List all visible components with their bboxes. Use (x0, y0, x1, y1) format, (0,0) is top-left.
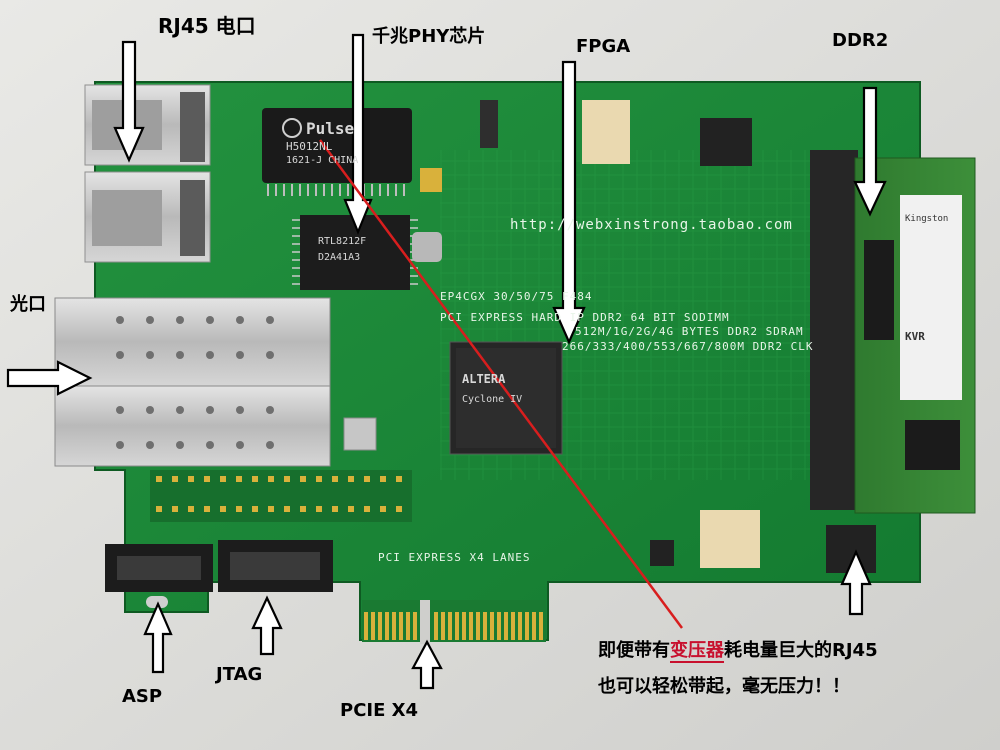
pulse-code: 1621-J CHINA (286, 155, 359, 166)
arrow-jtag (251, 595, 283, 656)
arrow-bottom-ic (840, 549, 872, 616)
red-pointer-line (318, 139, 684, 629)
pad-area-2 (700, 510, 760, 568)
silk-line4: 266/333/400/553/667/800M DDR2 CLK (562, 340, 814, 353)
arrow-fpga (552, 60, 586, 345)
fpga-family: Cyclone IV (462, 394, 523, 405)
ram-model: KVR (905, 330, 925, 343)
annotation-line-1-post: 耗电量巨大的RJ45 (724, 640, 878, 661)
gpio-header (150, 470, 412, 522)
phy-code: D2A41A3 (318, 252, 361, 263)
pcie-gold-fingers (362, 600, 546, 644)
annotation-highlight: 变压器 (670, 640, 724, 663)
arrow-asp (143, 601, 173, 674)
label-asp: ASP (122, 686, 163, 707)
silk-url: http://webxinstrong.taobao.com (510, 217, 793, 233)
phy-part: RTL8212F (318, 236, 367, 247)
oscillator (343, 417, 377, 451)
silk-line2: PCI EXPRESS HARD IP DDR2 64 BIT SODIMM (440, 311, 730, 324)
annotation-line-2: 也可以轻松带起，毫无压力！！ (598, 676, 850, 697)
silk-line1: EP4CGX 30/50/75 F484 (440, 290, 593, 303)
annotation-line-1-pre: 即便带有 (598, 640, 670, 661)
fpga-chip (449, 341, 563, 455)
label-ddr2: DDR2 (832, 30, 889, 51)
arrow-pcie (411, 639, 443, 690)
silk-lanes: PCI EXPRESS X4 LANES (378, 551, 531, 564)
annotation-line-1: 即便带有变压器耗电量巨大的RJ45 (598, 636, 878, 663)
label-fpga: FPGA (576, 36, 631, 57)
silk-line3: 512M/1G/2G/4G BYTES DDR2 SDRAM (575, 325, 804, 338)
tantalum-cap (420, 168, 442, 192)
arrow-phy (343, 33, 373, 235)
label-optical: 光口 (10, 294, 46, 315)
ram-brand: Kingston (905, 214, 949, 224)
arrow-optical (6, 360, 93, 396)
label-jtag: JTAG (216, 664, 263, 685)
label-phy: 千兆PHY芯片 (372, 26, 486, 47)
pad-area-1 (582, 100, 630, 164)
pulse-brand: Pulse (306, 119, 355, 138)
regulator (480, 100, 498, 148)
rj45-jacks (84, 84, 211, 263)
arrow-rj45 (113, 40, 145, 163)
arrow-ddr2 (853, 86, 887, 217)
jtag-header (218, 540, 333, 592)
pulse-part: H5012NL (286, 140, 333, 153)
label-arrows (6, 33, 887, 690)
crystal (412, 232, 442, 262)
label-rj45: RJ45 电口 (158, 14, 256, 38)
ddr2-sodimm (810, 150, 976, 514)
power-ic (700, 118, 752, 166)
transistor (650, 540, 674, 566)
fpga-brand: ALTERA (462, 372, 506, 386)
label-pcie: PCIE X4 (340, 700, 419, 721)
asp-header (105, 544, 213, 608)
sfp-cages (54, 297, 331, 467)
